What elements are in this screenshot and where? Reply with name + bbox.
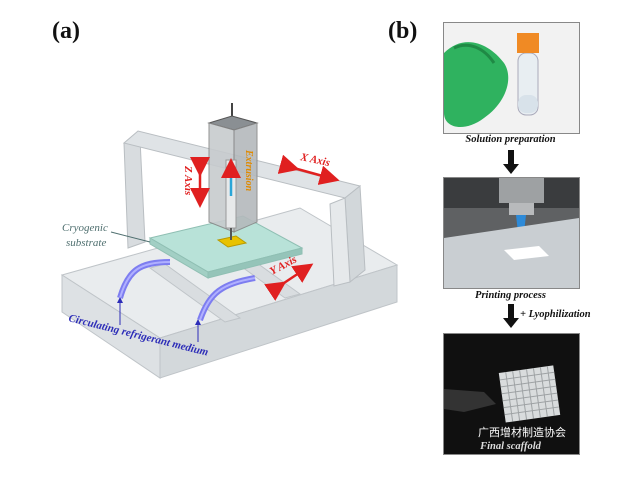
- panel-b-label: (b): [388, 18, 418, 44]
- z-axis-label: Z Axis: [182, 165, 194, 195]
- step-arrow-1: [503, 150, 519, 174]
- y-axis-arrow: [264, 263, 314, 301]
- lyophilization-note: + Lyophilization: [520, 309, 591, 320]
- cryogenic-substrate: [148, 215, 304, 279]
- photo-final-scaffold: [443, 333, 580, 455]
- panel-a-label: (a): [52, 18, 80, 44]
- extrusion-label: Extrusion: [243, 149, 254, 192]
- substrate-label-line1: Cryogenic: [62, 222, 108, 234]
- photo-printing-process: [443, 177, 580, 289]
- caption-printing-process: Printing process: [475, 290, 546, 301]
- substrate-pointer: [110, 231, 151, 243]
- step-arrow-2: [503, 304, 519, 328]
- x-axis-arrow: [277, 154, 340, 185]
- print-head: [207, 103, 259, 240]
- photo-solution-preparation: [443, 22, 580, 134]
- watermark-text: 广西增材制造协会: [478, 426, 566, 439]
- substrate-label-line2: substrate: [66, 237, 106, 249]
- x-axis-label: X Axis: [298, 151, 331, 169]
- caption-solution-preparation: Solution preparation: [465, 134, 556, 145]
- refrigerant-tubes: [117, 259, 256, 342]
- caption-final-scaffold: Final scaffold: [480, 441, 541, 452]
